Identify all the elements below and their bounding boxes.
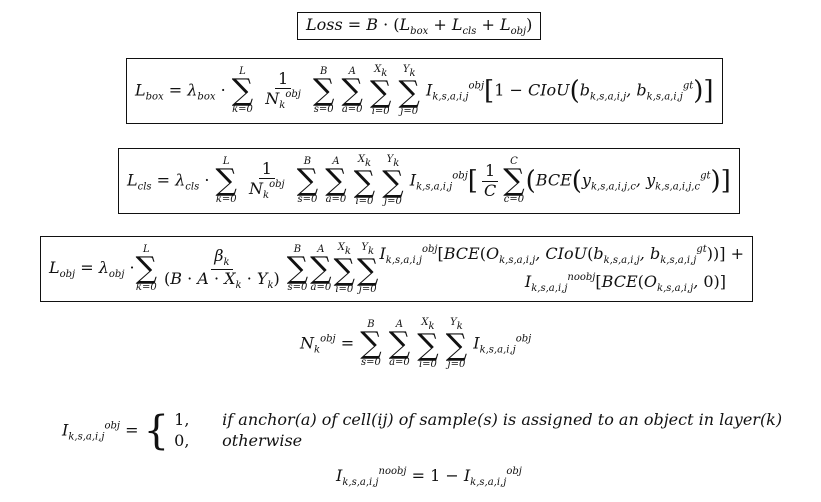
case-one-condition: if anchor(a) of cell(ij) of sample(s) is… [222, 410, 783, 430]
nobj-equation: Nkobj = B∑s=0 A∑a=0 Xk∑i=0 Yk∑j=0 Ik,s,a… [300, 317, 532, 370]
lobj-equation: Lobj = λobj · L∑k=0 βk(B · A · Xk · Yk) … [40, 236, 754, 302]
iobj-equation: Ik,s,a,i,jobj = { 1,if anchor(a) of cell… [62, 408, 783, 454]
case-zero-condition: otherwise [222, 431, 303, 450]
case-zero-value: 0, [174, 431, 190, 450]
inoobj-equation: Ik,s,a,i,jnoobj = 1 − Ik,s,a,i,jobj [336, 466, 522, 488]
case-one-value: 1, [174, 410, 190, 430]
loss-equation: Loss = B · (Lbox + Lcls + Lobj) [297, 12, 542, 40]
